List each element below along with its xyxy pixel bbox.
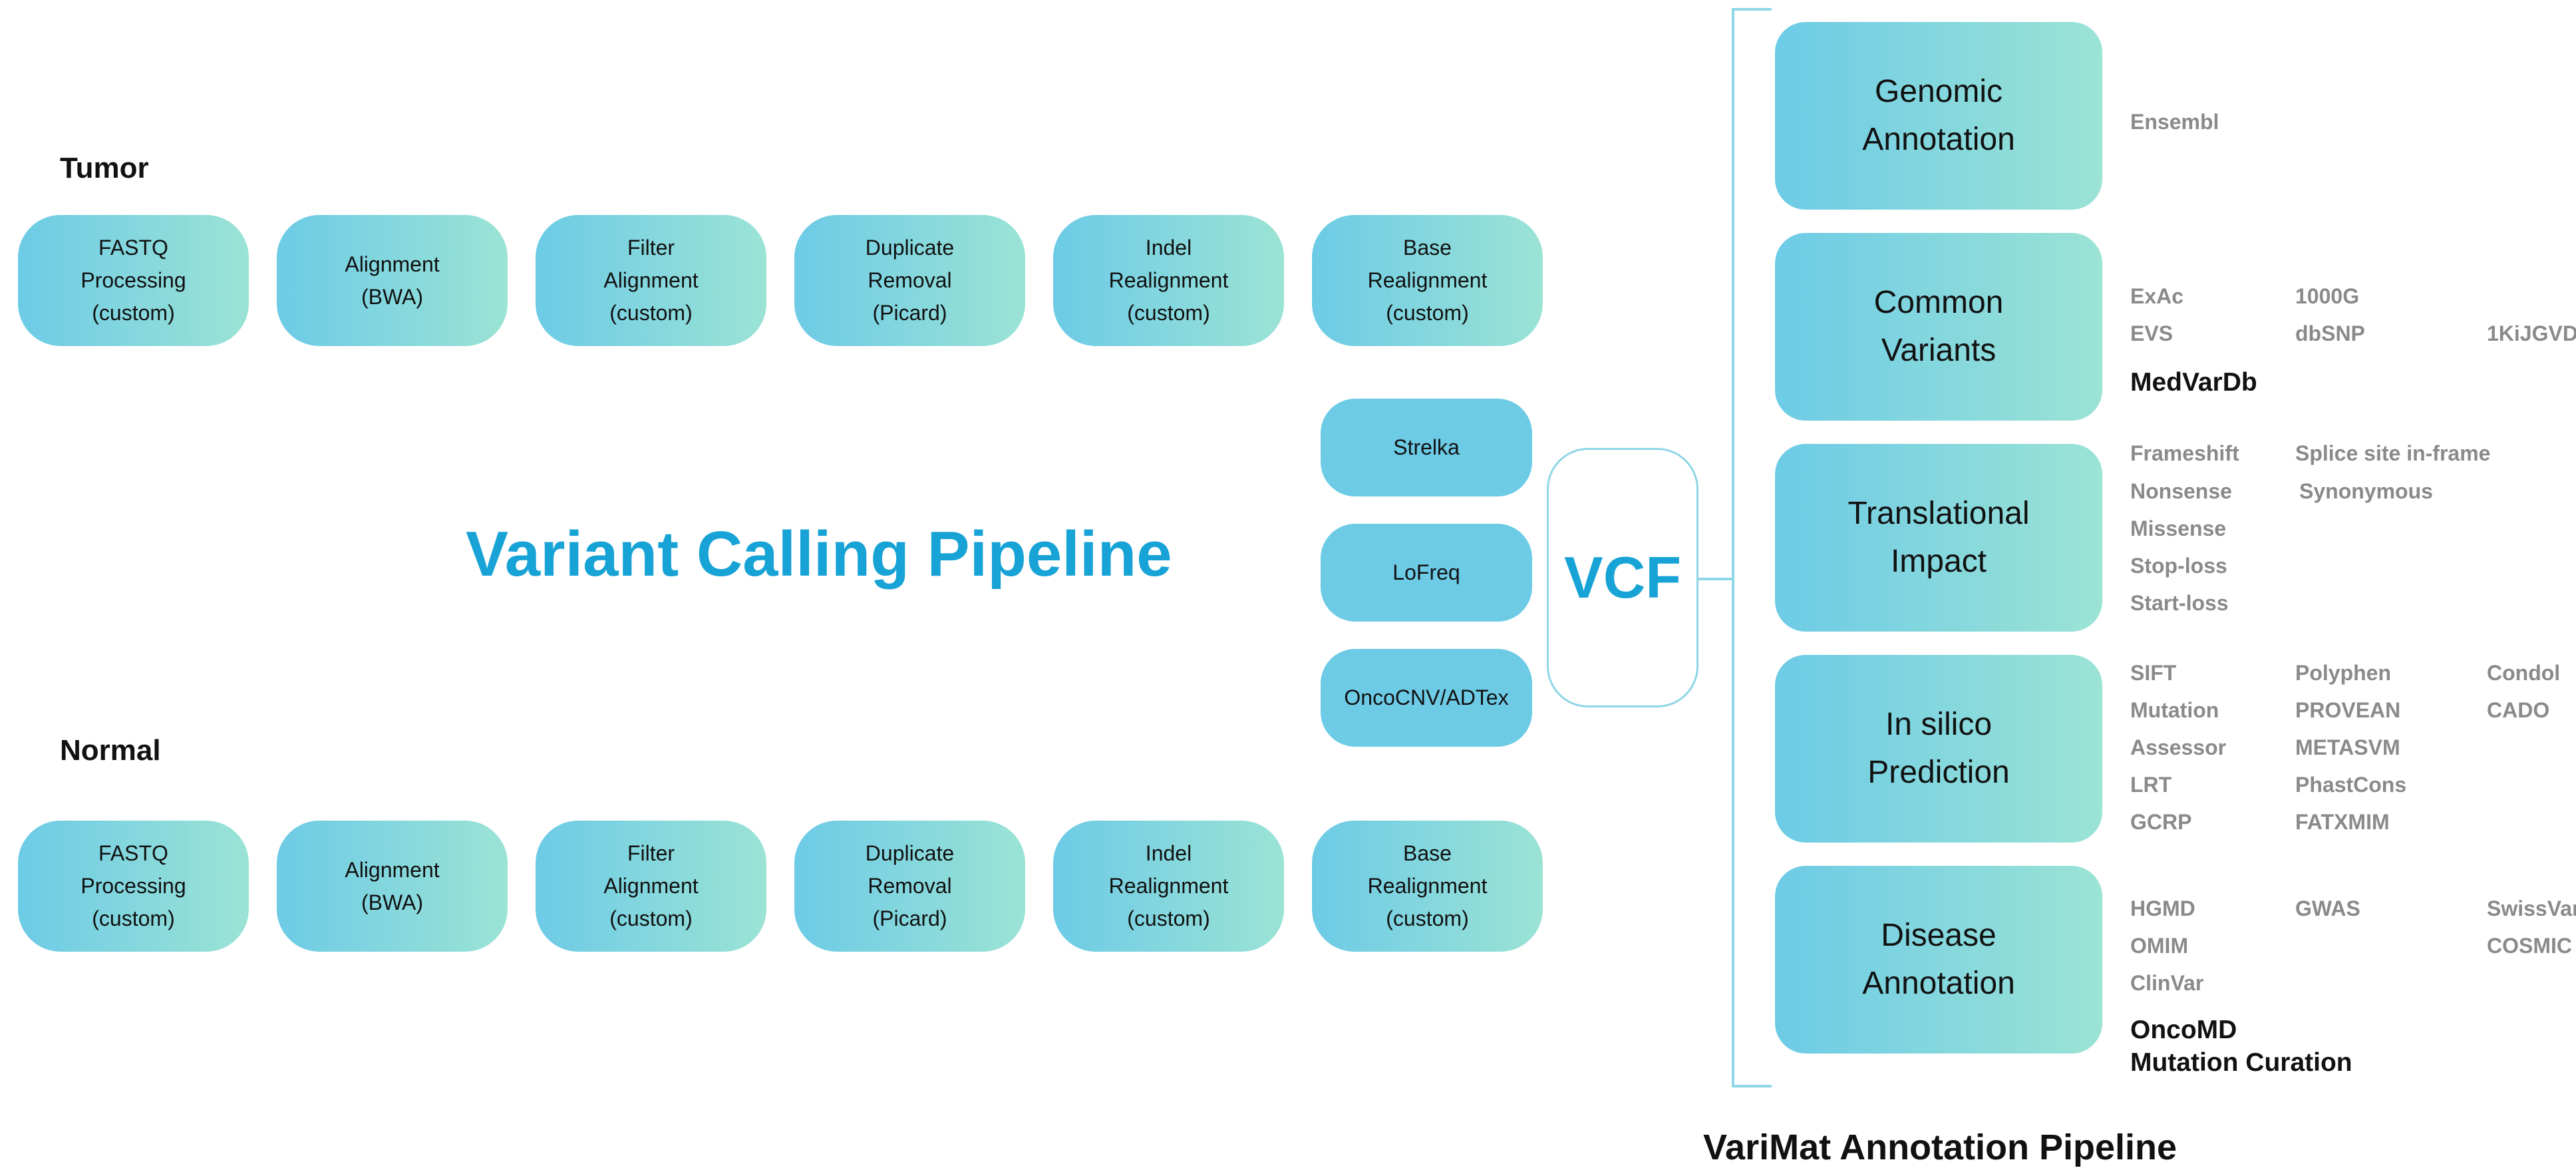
vcf-label: VCF — [1564, 544, 1681, 610]
source-item: Condol — [2487, 661, 2561, 685]
source-item: CADO — [2487, 698, 2550, 722]
normal-step-fastq: FASTQ Processing (custom) — [18, 821, 249, 952]
source-item: OMIM — [2130, 934, 2189, 958]
vcf-box: VCF — [1547, 448, 1698, 707]
source-item: dbSNP — [2295, 321, 2365, 345]
annotation-bracket — [1732, 8, 1772, 1087]
category-genomic-annotation: Genomic Annotation — [1775, 22, 2102, 210]
tumor-step-base: Base Realignment (custom) — [1312, 215, 1543, 346]
source-item: ClinVar — [2130, 971, 2204, 995]
source-item: Stop-loss — [2130, 554, 2227, 578]
source-item: Nonsense — [2130, 479, 2232, 503]
caller-strelka: Strelka — [1321, 399, 1532, 496]
source-item: EVS — [2130, 321, 2174, 345]
source-item: Mutation — [2130, 698, 2219, 722]
source-item: GCRP — [2130, 810, 2192, 834]
normal-step-filter: Filter Alignment (custom) — [536, 821, 766, 952]
tumor-step-indel: Indel Realignment (custom) — [1053, 215, 1284, 346]
source-item: Ensembl — [2130, 110, 2219, 134]
source-item: HGMD — [2130, 896, 2195, 920]
normal-step-alignment: Alignment (BWA) — [277, 821, 508, 952]
database-oncomd: OncoMD Mutation Curation — [2130, 1016, 2352, 1077]
source-item: GWAS — [2295, 896, 2360, 920]
vcf-connector — [1698, 578, 1733, 580]
source-item: Assessor — [2130, 735, 2227, 759]
normal-step-duplicate: Duplicate Removal (Picard) — [794, 821, 1025, 952]
source-item: 1000G — [2295, 284, 2360, 308]
category-disease-annotation: Disease Annotation — [1775, 866, 2102, 1054]
source-item: Polyphen — [2295, 661, 2392, 685]
variant-calling-title: Variant Calling Pipeline — [466, 518, 1172, 590]
source-item: 1KiJGVD — [2487, 321, 2576, 345]
category-common-variants: Common Variants — [1775, 233, 2102, 421]
source-item: Start-loss — [2130, 591, 2229, 615]
tumor-step-alignment: Alignment (BWA) — [277, 215, 508, 346]
source-item: Frameshift — [2130, 441, 2239, 465]
source-item: Missense — [2130, 516, 2227, 540]
normal-step-base: Base Realignment (custom) — [1312, 821, 1543, 952]
caller-oncocnv: OncoCNV/ADTex — [1321, 649, 1532, 747]
source-item: LRT — [2130, 773, 2172, 797]
tumor-step-duplicate: Duplicate Removal (Picard) — [794, 215, 1025, 346]
normal-label: Normal — [60, 734, 161, 767]
tumor-step-filter: Filter Alignment (custom) — [536, 215, 766, 346]
source-item: Splice site in-frame — [2295, 441, 2491, 465]
source-item: Synonymous — [2299, 479, 2433, 503]
source-item: SIFT — [2130, 661, 2177, 685]
annotation-pipeline-title: VariMat Annotation Pipeline — [1703, 1127, 2177, 1167]
source-item: COSMIC — [2487, 934, 2572, 958]
source-item: SwissVar — [2487, 896, 2576, 920]
tumor-step-fastq: FASTQ Processing (custom) — [18, 215, 249, 346]
normal-step-indel: Indel Realignment (custom) — [1053, 821, 1284, 952]
category-translational-impact: Translational Impact — [1775, 444, 2102, 632]
source-item: ExAc — [2130, 284, 2184, 308]
source-item: PhastCons — [2295, 773, 2407, 797]
caller-lofreq: LoFreq — [1321, 524, 1532, 622]
source-item: FATXMIM — [2295, 810, 2390, 834]
source-item: PROVEAN — [2295, 698, 2401, 722]
source-item: METASVM — [2295, 735, 2400, 759]
tumor-label: Tumor — [60, 152, 149, 184]
category-in-silico-prediction: In silico Prediction — [1775, 655, 2102, 843]
database-medvardb: MedVarDb — [2130, 368, 2257, 397]
